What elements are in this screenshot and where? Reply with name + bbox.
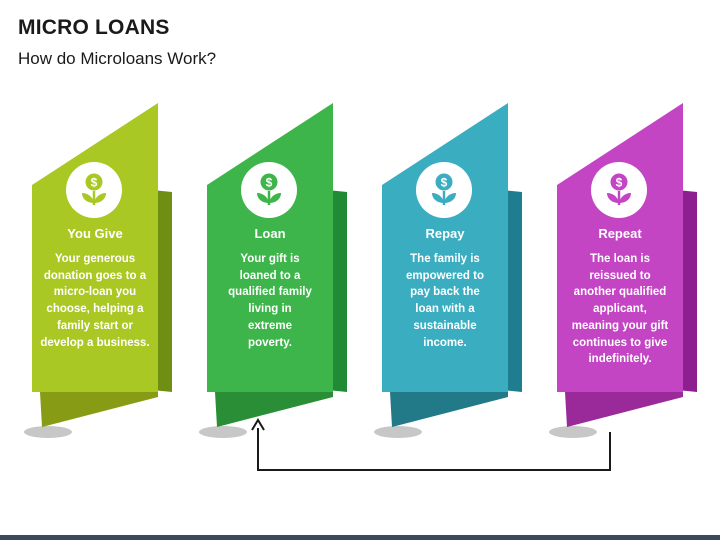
step-description: Your generous donation goes to a micro-loa… [38, 251, 152, 351]
step-description-line: Your gift is [240, 253, 300, 265]
step-description-line: indefinitely. [588, 353, 652, 366]
step-description-line: another qualified [573, 286, 667, 299]
step-description-line: continues to give [572, 336, 668, 349]
step-description-line: loaned to a [239, 269, 301, 282]
step-title: Repeat [598, 226, 642, 241]
floor-shadow [549, 426, 597, 438]
step-description-line: poverty. [248, 336, 292, 349]
step-description-line: The family is [410, 253, 480, 265]
step-card-shape [374, 103, 522, 438]
step-title: Repay [425, 226, 465, 241]
step-description-line: extreme [247, 319, 293, 332]
step-description-line: micro-loan you [53, 286, 137, 299]
money-plant-icon: $ [591, 162, 647, 218]
step-description-line: applicant, [593, 303, 647, 316]
step-description: The loan is reissued to another qualified a… [563, 251, 677, 368]
money-plant-icon: $ [416, 162, 472, 218]
step-description-line: loan with a [415, 303, 475, 316]
step-description-line: pay back the [410, 286, 480, 299]
step-description: Your gift is loaned to a qualified family l… [213, 251, 327, 351]
bottom-ribbon [390, 392, 508, 427]
svg-text:$: $ [91, 176, 98, 190]
money-plant-icon: $ [66, 162, 122, 218]
bottom-bar [0, 535, 720, 540]
bottom-ribbon [565, 392, 683, 427]
bottom-ribbon [215, 392, 333, 427]
front-panel [382, 103, 508, 392]
loop-arrow-head [251, 418, 265, 431]
step-title: You Give [67, 226, 123, 241]
step-description-line: Your generous [54, 253, 136, 265]
svg-text:$: $ [441, 176, 448, 190]
step-description-line: The loan is [589, 253, 651, 265]
svg-text:$: $ [616, 176, 623, 190]
page-subtitle: How do Microloans Work? [18, 49, 217, 68]
bottom-ribbon [40, 392, 158, 427]
floor-shadow [374, 426, 422, 438]
step-description-line: empowered to [406, 269, 484, 282]
step-description-line: living in [248, 303, 292, 316]
step-title: Loan [254, 226, 286, 241]
step-description-line: meaning your gift [571, 319, 669, 332]
step-card-shape [24, 103, 172, 438]
money-plant-icon: $ [241, 162, 297, 218]
front-panel [557, 103, 683, 392]
step-description: The family is empowered to pay back the loa… [388, 251, 502, 351]
loop-arrow-line [257, 428, 611, 471]
step-description-line: reissued to [589, 269, 651, 282]
front-panel [32, 103, 158, 392]
front-panel [207, 103, 333, 392]
page-title: MICRO LOANS [18, 16, 170, 39]
step-description-line: donation goes to a [43, 269, 147, 282]
step-description-line: develop a business. [40, 336, 150, 349]
step-description-line: qualified family [228, 286, 312, 299]
step-description-line: sustainable [413, 319, 477, 332]
floor-shadow [24, 426, 72, 438]
step-description-line: income. [423, 336, 467, 349]
step-card-shape [549, 103, 697, 438]
svg-text:$: $ [266, 176, 273, 190]
step-card-shape [199, 103, 347, 438]
step-description-line: choose, helping a [46, 303, 144, 316]
step-description-line: family start or [56, 319, 134, 332]
floor-shadow [199, 426, 247, 438]
